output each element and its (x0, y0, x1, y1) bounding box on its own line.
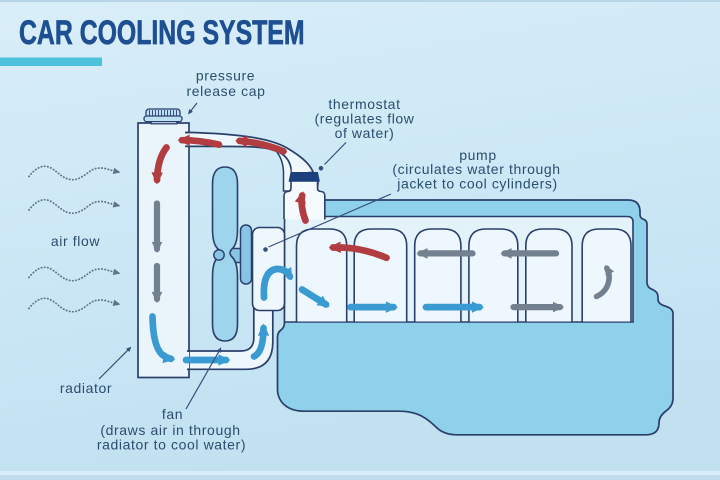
svg-text:release cap: release cap (187, 83, 266, 99)
svg-text:radiator to cool water): radiator to cool water) (97, 437, 246, 453)
svg-text:CAR COOLING SYSTEM: CAR COOLING SYSTEM (19, 14, 305, 52)
svg-text:pump: pump (459, 147, 496, 163)
svg-text:(draws air in through: (draws air in through (100, 422, 240, 438)
svg-text:(regulates flow: (regulates flow (314, 111, 414, 127)
svg-text:fan: fan (162, 406, 183, 422)
svg-text:air flow: air flow (51, 233, 100, 249)
svg-text:(circulates water through: (circulates water through (392, 161, 560, 177)
svg-text:pressure: pressure (196, 68, 255, 84)
svg-text:thermostat: thermostat (328, 96, 400, 112)
svg-text:jacket to cool cylinders): jacket to cool cylinders) (396, 176, 558, 192)
svg-text:of water): of water) (335, 125, 395, 141)
svg-text:radiator: radiator (60, 380, 112, 396)
